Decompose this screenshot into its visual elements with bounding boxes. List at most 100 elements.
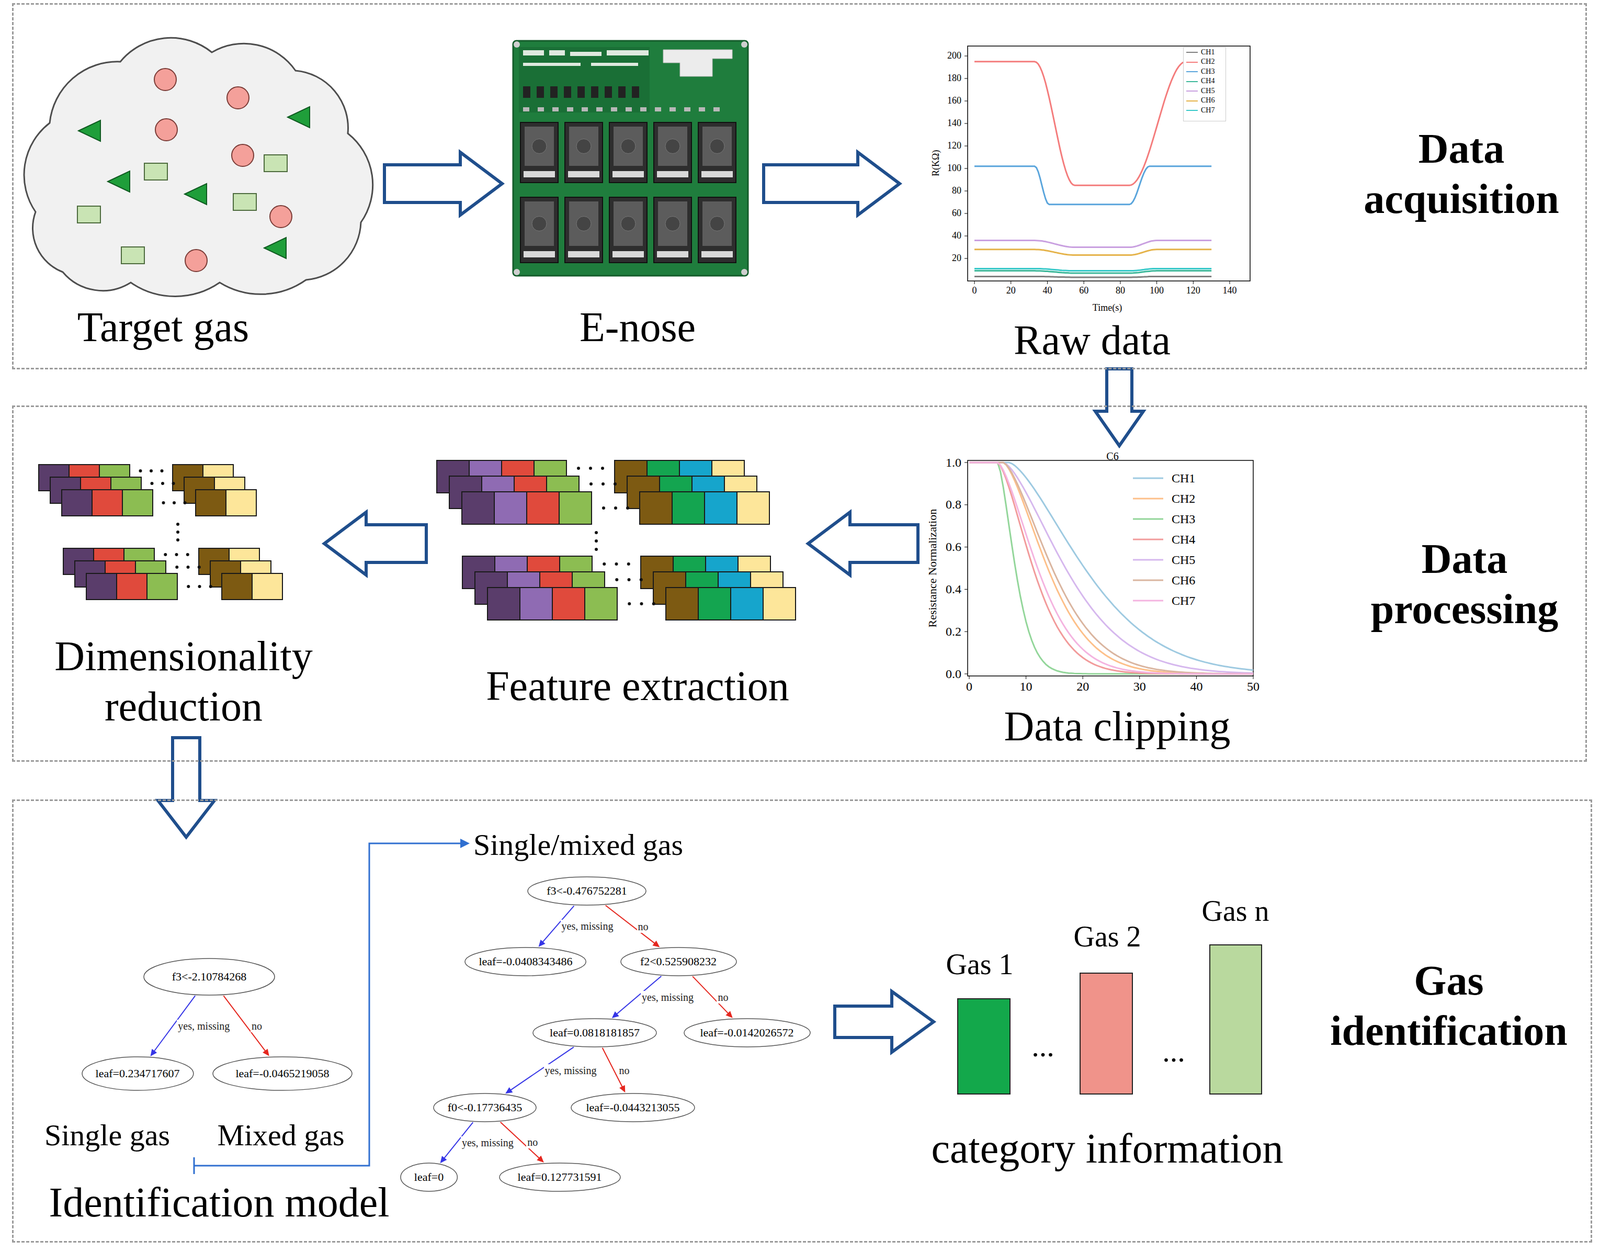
text-anchor: leaf=0.234717607 [95, 1066, 180, 1081]
tick [964, 504, 968, 505]
sensor-window [531, 216, 547, 232]
text-anchor: 0.8 [945, 496, 962, 513]
tick [964, 631, 968, 632]
bracket-arrowhead [460, 838, 470, 848]
arrowhead [150, 1048, 158, 1057]
molecule-circle [231, 144, 254, 167]
tick-label: 40 [1042, 285, 1052, 297]
feature-cell [639, 491, 673, 525]
sensor-tag [701, 171, 733, 178]
feature-cell [61, 489, 93, 516]
sensor-cap [524, 201, 554, 246]
sensor-curve [974, 166, 1212, 205]
sensor-cap [702, 201, 732, 246]
tick [974, 280, 975, 285]
label: Single/mixed gas [473, 826, 684, 864]
bar-fill [957, 997, 1011, 1095]
silkscreen [523, 62, 581, 66]
text-anchor: Gas identification [1318, 955, 1580, 1056]
normalized-curve [969, 462, 1254, 674]
molecule-square [264, 154, 288, 172]
ellipse-shape [464, 947, 586, 976]
tree-node: f3<-0.476752281 [526, 875, 648, 906]
feature-cell [526, 491, 560, 525]
tick-label: 0.6 [945, 539, 962, 555]
feature-cell [672, 491, 705, 525]
sensor-window [620, 139, 636, 154]
sensor-curve [974, 276, 1212, 278]
feature-cell [494, 491, 527, 525]
ellipsis-dot [652, 602, 656, 606]
chip [604, 86, 612, 98]
edge-label: yes, missing [460, 1136, 515, 1149]
ellipse-shape [212, 1056, 353, 1091]
caption: Dimensionality reduction [37, 630, 331, 732]
tree-node-text: f2<0.525908232 [640, 954, 717, 969]
ellipsis-dot [175, 565, 179, 569]
arrowhead [725, 1010, 733, 1018]
tick-label: 0.2 [945, 623, 962, 640]
tick [964, 123, 968, 124]
gas-sensor [564, 197, 603, 263]
legend-line [1186, 108, 1198, 113]
resistor [698, 107, 706, 112]
text-anchor: Time(s) [1092, 302, 1122, 314]
plot-frame [967, 460, 1254, 676]
plot-frame [967, 46, 1251, 281]
normalized-curve [969, 462, 1254, 674]
text-anchor: CH2 [1200, 57, 1215, 67]
feature-cell [146, 573, 178, 600]
text-anchor: 0 [966, 678, 973, 695]
ellipse-shape [143, 958, 275, 995]
sensor-window [576, 216, 592, 232]
feature-cell [86, 573, 117, 600]
sensor-cap [613, 201, 643, 246]
tick [1139, 675, 1140, 679]
ellipse-shape [620, 947, 737, 976]
mount-hole [741, 268, 748, 276]
tick [1156, 280, 1157, 285]
sensor-cap [657, 201, 688, 246]
sensor-window [665, 139, 680, 154]
feature-cell [461, 491, 495, 525]
tick-label: 80 [1115, 285, 1126, 297]
text-anchor: 100 [947, 162, 962, 175]
legend-text: CH6 [1200, 96, 1215, 106]
tick-label: Time(s) [1092, 302, 1122, 314]
edge-label: yes, missing [176, 1019, 231, 1032]
chip [523, 86, 531, 98]
text-anchor: 60 [1079, 285, 1089, 297]
stage-band: Data acquisitionTarget gasE-noseRaw data [12, 3, 1587, 370]
tree-node: leaf=-0.0443213055 [570, 1092, 696, 1123]
ellipsis-dot [149, 469, 153, 473]
block-arrow [324, 512, 427, 575]
legend-line [1186, 50, 1198, 55]
tree-node-text: leaf=-0.0465219058 [235, 1066, 329, 1081]
legend-line [1186, 98, 1198, 104]
tick-label: 120 [1186, 285, 1201, 297]
ellipsis-dot [183, 501, 187, 505]
silkscreen [523, 50, 544, 56]
caption: Target gas [77, 301, 249, 353]
ellipsis-dot [197, 565, 201, 569]
tick [1196, 675, 1197, 679]
silkscreen [570, 51, 602, 56]
ellipsis-dot [186, 552, 190, 556]
legend-sample [1132, 559, 1164, 561]
tick-label: 0.4 [945, 581, 962, 597]
text-anchor: f2<0.525908232 [640, 954, 717, 969]
text-anchor: 20 [1006, 285, 1016, 297]
tick [1229, 280, 1231, 285]
molecule-triangle [287, 106, 310, 128]
tick-label: 20 [1006, 285, 1016, 297]
stage-title: Gas identification [1318, 955, 1580, 1056]
legend-text: CH3 [1200, 67, 1215, 77]
molecule-square [77, 206, 101, 223]
ellipsis-dot [589, 482, 593, 486]
text-anchor: Single/mixed gas [473, 826, 684, 864]
block-arrow [834, 991, 934, 1052]
caption: Data clipping [1003, 700, 1231, 752]
legend-text: CH3 [1171, 511, 1196, 527]
text-anchor: ... [1031, 1027, 1055, 1065]
legend-text: CH4 [1171, 531, 1196, 548]
